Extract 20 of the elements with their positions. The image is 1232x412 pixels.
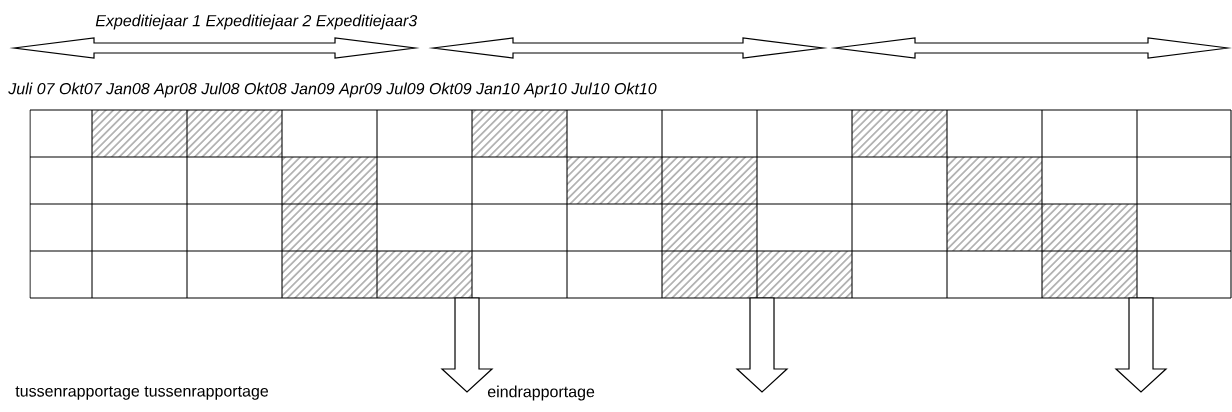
report-label: tussenrapportage: [144, 386, 269, 400]
month-label: Okt07: [59, 82, 103, 95]
month-label: Apr10: [523, 83, 567, 98]
month-label: Jan08: [106, 83, 150, 95]
year-label: Expeditiejaar 2: [206, 14, 312, 30]
month-label: Okt08: [244, 82, 287, 95]
report-label: tussenrapportage: [15, 386, 140, 400]
month-label: Juli 07: [8, 82, 55, 95]
month-label: Jul09: [386, 82, 425, 95]
month-label: Jan09: [291, 83, 335, 95]
month-label: Jan10: [476, 83, 520, 95]
month-label: Okt10: [614, 82, 657, 95]
month-label: Apr08: [153, 83, 197, 98]
year-label: Expeditiejaar 1: [95, 14, 200, 30]
year-label: Expeditiejaar3: [316, 14, 418, 30]
month-label: Apr09: [338, 83, 382, 98]
month-label: Okt09: [429, 82, 472, 95]
month-label: Jul10: [571, 82, 610, 95]
month-label: Jul08: [201, 82, 240, 95]
report-label: eindrapportage: [487, 385, 595, 401]
